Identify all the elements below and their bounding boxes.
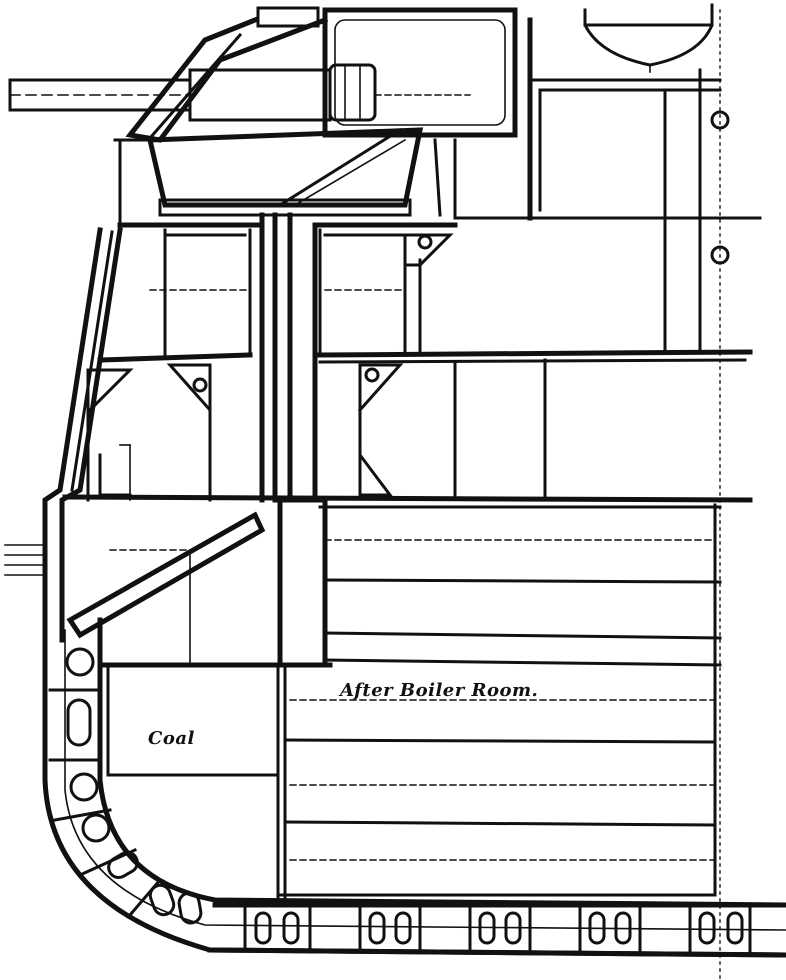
porthole [364, 367, 380, 383]
sloped-armor-deck [66, 511, 266, 639]
decks [62, 78, 762, 827]
lightening-hole [65, 647, 95, 677]
porthole [710, 110, 730, 130]
lightening-hole [254, 911, 272, 945]
knee-brackets [87, 233, 454, 497]
turret [8, 6, 518, 227]
gun-barrel [8, 63, 471, 122]
double-bottom-floor [243, 903, 752, 957]
bulkheads [66, 3, 721, 980]
lightening-hole [148, 883, 176, 917]
porthole [710, 245, 730, 265]
barbette [146, 127, 424, 208]
portholes [192, 110, 730, 393]
porthole [192, 377, 208, 393]
after-boiler-room-label: After Boiler Room. [340, 680, 539, 701]
porthole [417, 234, 433, 250]
lightening-hole [726, 911, 744, 945]
lightening-hole [81, 813, 111, 843]
lightening-hole [588, 911, 606, 945]
lightening-hole [66, 698, 92, 747]
lightening-hole [394, 911, 412, 945]
lightening-hole [69, 772, 99, 802]
lightening-hole [478, 911, 496, 945]
lightening-hole [177, 891, 203, 925]
coal-bunker-label: Coal [148, 728, 195, 749]
uptake-trunk [277, 497, 328, 668]
double-bottom-side [48, 647, 203, 925]
lightening-hole [368, 911, 386, 945]
hidden-lines [109, 289, 716, 861]
turret-housing [322, 7, 518, 138]
lightening-hole [504, 911, 522, 945]
lightening-hole [614, 911, 632, 945]
lightening-hole [698, 911, 716, 945]
lightening-hole [282, 911, 300, 945]
boat-outline [583, 8, 714, 73]
lightening-hole [107, 851, 139, 879]
